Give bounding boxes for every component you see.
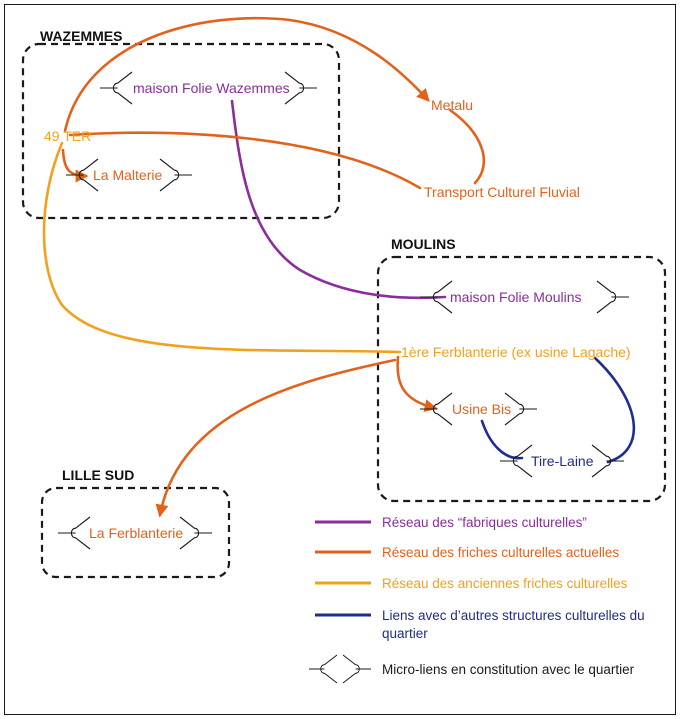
micro-link-icon (99, 71, 133, 105)
node-la-malterie: La Malterie (93, 167, 162, 183)
zone-title-wazemmes: WAZEMMES (40, 28, 122, 44)
legend-label-actuelles: Réseau des friches culturelles actuelles (382, 545, 619, 560)
legend-label-autres-line1: Liens avec d’autres structures culturell… (382, 608, 645, 623)
figure-frame (4, 4, 676, 715)
micro-link-icon (419, 280, 453, 314)
edge-ferblanterie-lillesud (155, 358, 397, 518)
node-metalu: Metalu (431, 97, 473, 113)
zone-title-lille-sud: LILLE SUD (62, 467, 134, 483)
legend-label-anciennes: Réseau des anciennes friches culturelles (382, 576, 628, 591)
node-tire-laine: Tire-Laine (531, 453, 594, 469)
micro-link-icon (57, 516, 91, 550)
edge-usinebis-tirelaine (480, 419, 524, 460)
zone-title-moulins: MOULINS (391, 236, 456, 252)
edge-49ter-ferblanterie (42, 141, 402, 354)
zone-box-wazemmes (21, 42, 341, 220)
micro-link-icon (179, 516, 213, 550)
node-usine-bis: Usine Bis (452, 401, 511, 417)
micro-link-icon (591, 444, 625, 478)
edge-metalu-transport (448, 108, 486, 185)
legend: Réseau des “fabriques culturelles” Résea… (308, 515, 645, 684)
node-maison-folie-wazemmes: maison Folie Wazemmes (133, 80, 290, 96)
node-la-ferblanterie: La Ferblanterie (89, 525, 183, 541)
micro-link-icon (284, 71, 318, 105)
node-maison-folie-moulins: maison Folie Moulins (450, 289, 582, 305)
edge-49ter-transport (68, 131, 422, 190)
micro-link-icon (419, 392, 453, 426)
node-1ere-ferblanterie: 1ère Ferblanterie (ex usine Lagache) (401, 344, 631, 360)
micro-link-icon (159, 158, 193, 192)
legend-label-micro: Micro-liens en constitution avec le quar… (382, 662, 635, 677)
micro-link-icon (596, 280, 630, 314)
edge-49ter-malterie (61, 148, 89, 183)
legend-micro-icon-left (308, 654, 338, 684)
edge-ferblanterie-tirelaine (593, 356, 636, 464)
edge-ferblanterie-usinebis (396, 355, 438, 413)
zone-box-moulins (376, 255, 667, 503)
node-49-ter: 49 TER (44, 128, 91, 144)
micro-link-icon (499, 444, 533, 478)
legend-label-fabriques: Réseau des “fabriques culturelles” (382, 515, 587, 530)
edge-49ter-metalu (63, 16, 430, 133)
legend-label-autres-line2: quartier (382, 626, 428, 641)
edge-folie-wazemmes-moulins (230, 99, 447, 300)
legend-micro-icon-right (342, 654, 372, 684)
node-transport-culturel-fluvial: Transport Culturel Fluvial (424, 184, 580, 200)
